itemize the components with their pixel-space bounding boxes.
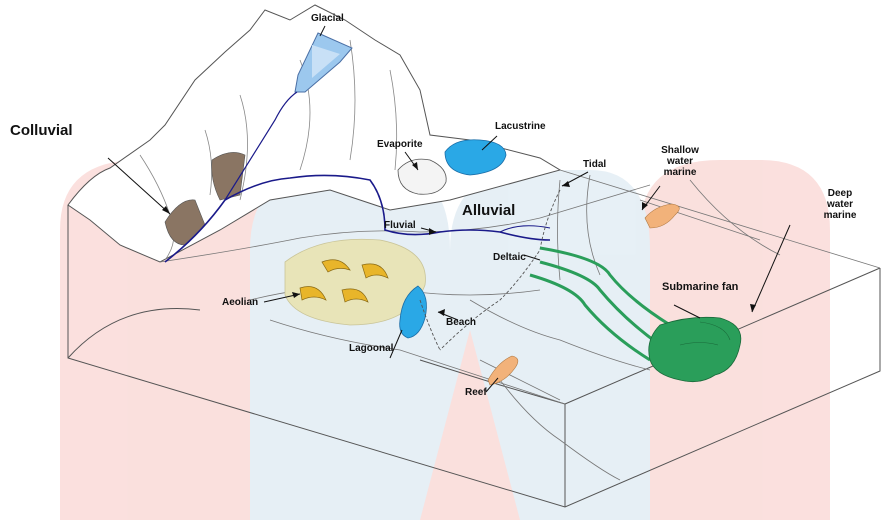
label-tidal: Tidal — [583, 159, 606, 170]
label-lagoonal: Lagoonal — [349, 343, 393, 354]
label-deltaic: Deltaic — [493, 252, 526, 263]
label-deep-water-marine: Deep water marine — [812, 188, 868, 221]
label-shallow-line-2: water — [652, 156, 708, 167]
label-beach: Beach — [446, 317, 476, 328]
label-evaporite: Evaporite — [377, 139, 423, 150]
label-deep-line-2: water — [812, 199, 868, 210]
label-shallow-line-3: marine — [652, 167, 708, 178]
label-reef: Reef — [465, 387, 487, 398]
label-deep-line-1: Deep — [812, 188, 868, 199]
label-aeolian: Aeolian — [222, 297, 258, 308]
label-submarine-fan: Submarine fan — [662, 281, 738, 293]
label-glacial: Glacial — [311, 13, 344, 24]
label-shallow-line-1: Shallow — [652, 145, 708, 156]
label-fluvial: Fluvial — [384, 220, 416, 231]
label-shallow-water-marine: Shallow water marine — [652, 145, 708, 178]
label-alluvial: Alluvial — [462, 203, 515, 220]
label-colluvial: Colluvial — [10, 123, 73, 140]
label-lacustrine: Lacustrine — [495, 121, 546, 132]
label-deep-line-3: marine — [812, 210, 868, 221]
